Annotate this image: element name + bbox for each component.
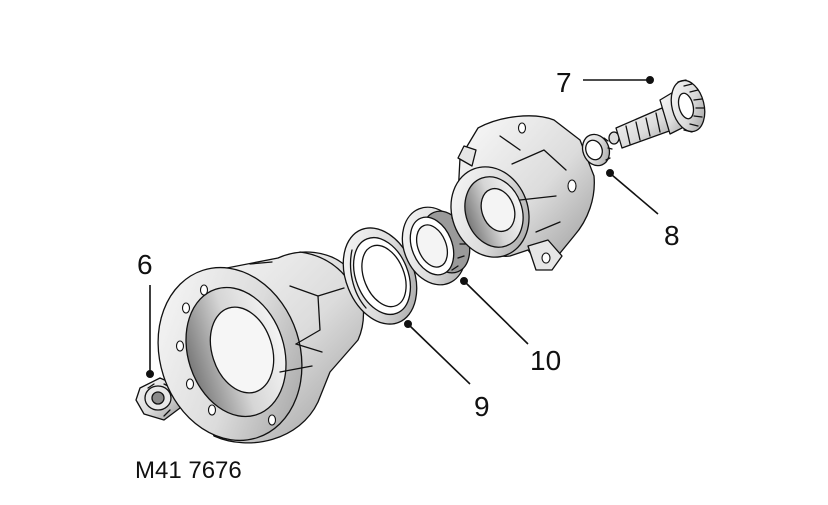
callout-9: 9 — [474, 391, 490, 422]
large-housing — [157, 251, 365, 444]
part-10-bearing — [401, 206, 471, 286]
callout-7: 7 — [556, 67, 572, 98]
rear-housing — [450, 115, 595, 271]
callout-labels: 6 7 8 9 10 — [137, 67, 680, 422]
part-8-small-bearing — [581, 133, 613, 167]
callout-8: 8 — [664, 220, 680, 251]
part-7-pinion-shaft — [608, 79, 706, 149]
callout-10: 10 — [530, 345, 561, 376]
callout-6: 6 — [137, 249, 153, 280]
figure-code: M41 7676 — [135, 457, 242, 484]
leader-lines — [146, 76, 659, 385]
